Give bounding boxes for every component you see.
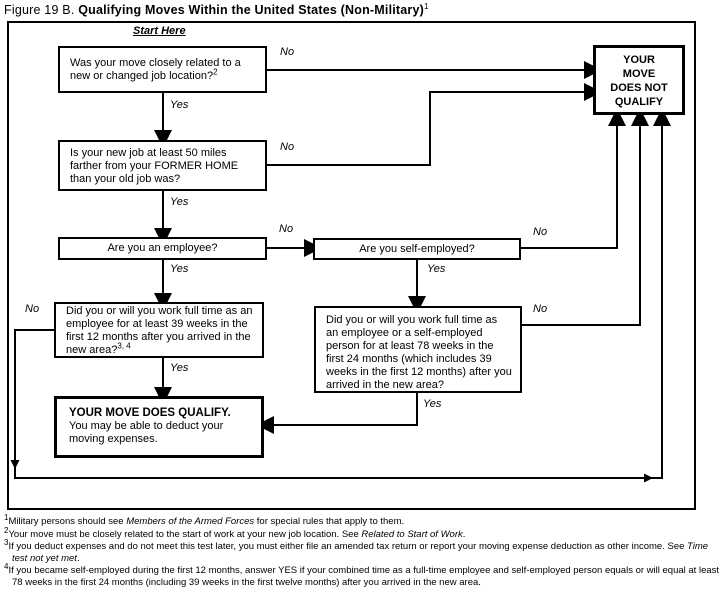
notqualify-line: QUALIFY (614, 96, 664, 108)
start-here-label: Start Here (133, 25, 186, 37)
q5-text: Did you or will you work full time as an… (66, 304, 253, 356)
notqualify-line: YOUR (623, 54, 655, 66)
box-question-employee: Are you an employee? (58, 237, 267, 260)
label-q3-no: No (279, 223, 294, 235)
footnote-3: 3If you deduct expenses and do not meet … (4, 537, 721, 564)
q2-text: Is your new job at least 50 miles farthe… (70, 146, 239, 185)
figure-title: Figure 19 B. Qualifying Moves Within the… (4, 1, 429, 17)
figure-title-text: Qualifying Moves Within the United State… (78, 3, 425, 17)
footnote-text: . (76, 552, 80, 564)
box-question-39-weeks: Did you or will you work full time as an… (54, 302, 264, 358)
box-question-78-weeks: Did you or will you work full time as an… (314, 306, 522, 393)
flowchart-frame (7, 21, 696, 510)
footnote-text-italic: Members of the Armed Forces (126, 516, 255, 527)
box-result-not-qualify: YOUR MOVE DOES NOT QUALIFY (593, 45, 685, 115)
footnote-marker: 1 (4, 512, 9, 522)
footnote-text: Military persons should see (8, 516, 127, 527)
label-q6-yes: Yes (423, 398, 442, 410)
footnote-marker: 3 (4, 537, 9, 547)
footnote-1: 1Military persons should see Members of … (4, 512, 721, 528)
q1-text: Was your move closely related to a new o… (70, 57, 241, 82)
notqualify-line: DOES NOT (610, 82, 668, 94)
footnote-4: 4If you became self-employed during the … (4, 561, 721, 588)
label-q6-no: No (533, 303, 548, 315)
label-q1-no: No (280, 46, 295, 58)
footnote-text: If you became self-employed during the f… (8, 565, 720, 588)
q5-footnote-ref: 3, 4 (117, 340, 131, 350)
footnote-marker: 4 (4, 561, 9, 571)
q1-footnote-ref: 2 (213, 67, 218, 77)
box-result-qualify: YOUR MOVE DOES QUALIFY. You may be able … (54, 396, 264, 458)
footnote-text: Your move must be closely related to the… (8, 528, 362, 540)
box-question-50-miles: Is your new job at least 50 miles farthe… (58, 140, 267, 191)
label-q2-no: No (280, 141, 295, 153)
label-q5-no: No (25, 303, 40, 315)
label-q1-yes: Yes (170, 99, 189, 111)
footnote-text: If you deduct expenses and do not meet t… (8, 541, 688, 552)
footnote-marker: 2 (4, 525, 9, 535)
footnote-text: for special rules that apply to them. (254, 516, 405, 527)
q3-text: Are you an employee? (107, 242, 218, 254)
qualify-text: You may be able to deduct your moving ex… (69, 420, 224, 445)
q4-text: Are you self-employed? (359, 242, 475, 255)
footnote-text-italic: Time test not yet met (12, 541, 709, 564)
box-question-self-employed: Are you self-employed? (313, 238, 521, 260)
qualify-title: YOUR MOVE DOES QUALIFY. (69, 407, 231, 419)
label-q4-no: No (533, 226, 548, 238)
q6-text: Did you or will you work full time as an… (326, 314, 512, 391)
notqualify-line: MOVE (622, 68, 656, 80)
label-q3-yes: Yes (170, 263, 189, 275)
label-q5-yes: Yes (170, 362, 189, 374)
footnotes: 1Military persons should see Members of … (4, 512, 721, 589)
title-footnote-ref: 1 (424, 1, 429, 11)
label-q2-yes: Yes (170, 196, 189, 208)
figure-label: Figure 19 B. (4, 3, 75, 17)
box-question-job-location: Was your move closely related to a new o… (58, 46, 267, 93)
footnote-text: . (462, 528, 466, 540)
footnote-2: 2Your move must be closely related to th… (4, 526, 721, 541)
label-q4-yes: Yes (427, 263, 446, 275)
footnote-text-italic: Related to Start of Work (361, 528, 463, 540)
